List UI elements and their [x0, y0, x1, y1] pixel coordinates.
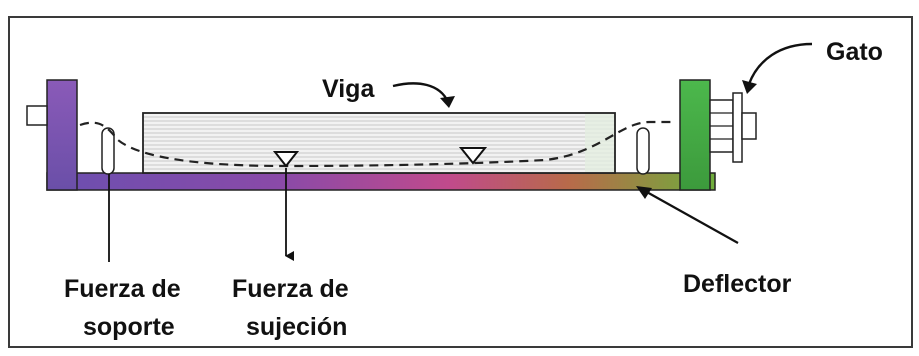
right-post	[679, 79, 711, 191]
load-point-left	[272, 151, 300, 168]
left-support-pin	[101, 127, 115, 175]
viga-arrow	[392, 82, 455, 108]
fixture-base	[46, 172, 716, 191]
label-gato: Gato	[826, 38, 883, 66]
load-point-right	[458, 147, 488, 165]
label-deflector: Deflector	[683, 270, 792, 298]
label-fuerza-sujecion-1: Fuerza de	[232, 275, 349, 303]
label-fuerza-sujecion-2: sujeción	[246, 313, 347, 341]
beam	[142, 112, 616, 174]
outer-frame	[8, 16, 913, 348]
label-viga: Viga	[322, 75, 375, 103]
left-post	[46, 79, 78, 191]
label-fuerza-soporte-1: Fuerza de	[64, 275, 181, 303]
gato-arrow	[742, 42, 813, 94]
jack-assembly	[709, 92, 757, 163]
label-fuerza-soporte-2: soporte	[83, 313, 175, 341]
right-support-pin	[636, 127, 650, 175]
deflector-arrow	[636, 186, 739, 244]
left-pin	[26, 105, 48, 126]
